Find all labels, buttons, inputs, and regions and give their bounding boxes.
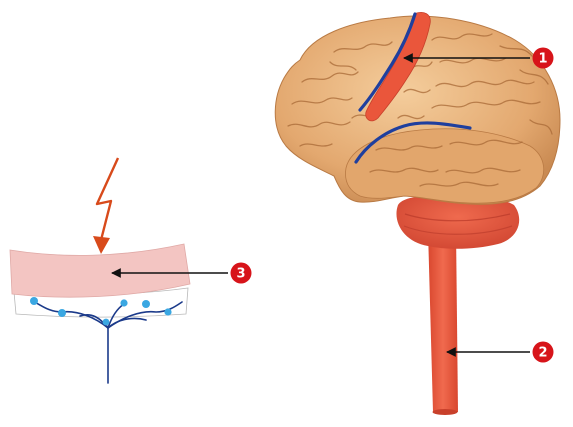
cerebellum [396, 196, 519, 249]
brain [275, 12, 560, 204]
callout-2-label: 2 [538, 346, 547, 361]
callout-2: 2 [533, 342, 554, 363]
lightning-bolt-icon [93, 158, 118, 254]
callout-3: 3 [231, 263, 252, 284]
callout-3-label: 3 [236, 267, 245, 282]
callout-1-label: 1 [538, 52, 547, 67]
skin-layer [10, 244, 190, 297]
skin-section [10, 244, 190, 383]
callout-1: 1 [533, 48, 554, 69]
spinal-cord [428, 230, 458, 415]
